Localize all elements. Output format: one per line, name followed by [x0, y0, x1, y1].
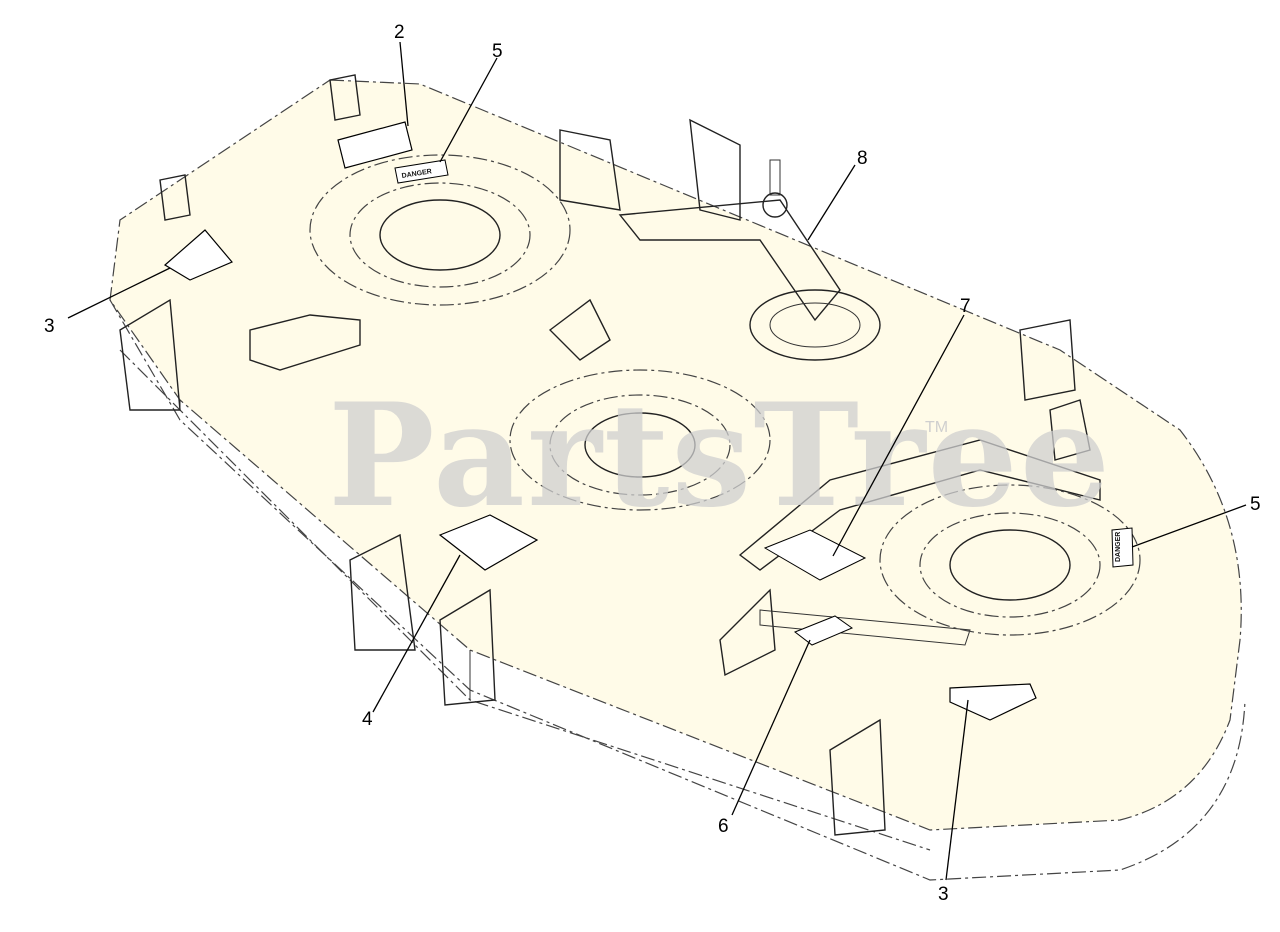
- mounting-brackets: [119, 74, 1091, 836]
- decal-3-left: [163, 229, 233, 281]
- callout-3-left: 3: [44, 316, 55, 337]
- callout-8: 8: [857, 148, 868, 169]
- decal-3-right: [949, 683, 1037, 721]
- watermark-trademark: TM: [925, 419, 948, 436]
- watermark: PartsTree TM: [328, 373, 1112, 539]
- decal-4: [438, 514, 539, 571]
- callout-6: 6: [718, 816, 729, 837]
- decal-5-left: [394, 159, 449, 184]
- callout-4: 4: [362, 709, 373, 730]
- leader-lines: [67, 41, 1247, 881]
- decal-5-right: [1111, 527, 1134, 568]
- decal-7: [763, 529, 867, 581]
- decal-6: [793, 615, 854, 646]
- callout-7: 7: [960, 296, 971, 317]
- spindle-right: [879, 484, 1141, 636]
- callout-3-bottom: 3: [938, 884, 949, 905]
- spindle-left: [309, 154, 571, 306]
- decal-5-right-text: DANGER: [1115, 532, 1122, 562]
- callout-labels: 2 5 8 3 7 5 4 6 3: [44, 22, 1261, 905]
- callout-2: 2: [394, 22, 405, 43]
- decal-2: [337, 121, 413, 169]
- deck-body: [109, 79, 1246, 881]
- watermark-brand: PartsTree: [328, 373, 1112, 539]
- callout-5-right: 5: [1250, 494, 1261, 515]
- spindle-center: [509, 369, 771, 511]
- decal-5-left-text: DANGER: [401, 168, 432, 180]
- idler-arm-assembly: [618, 159, 881, 361]
- callout-5-top: 5: [492, 41, 503, 62]
- decals: DANGER DANGER: [163, 121, 1134, 721]
